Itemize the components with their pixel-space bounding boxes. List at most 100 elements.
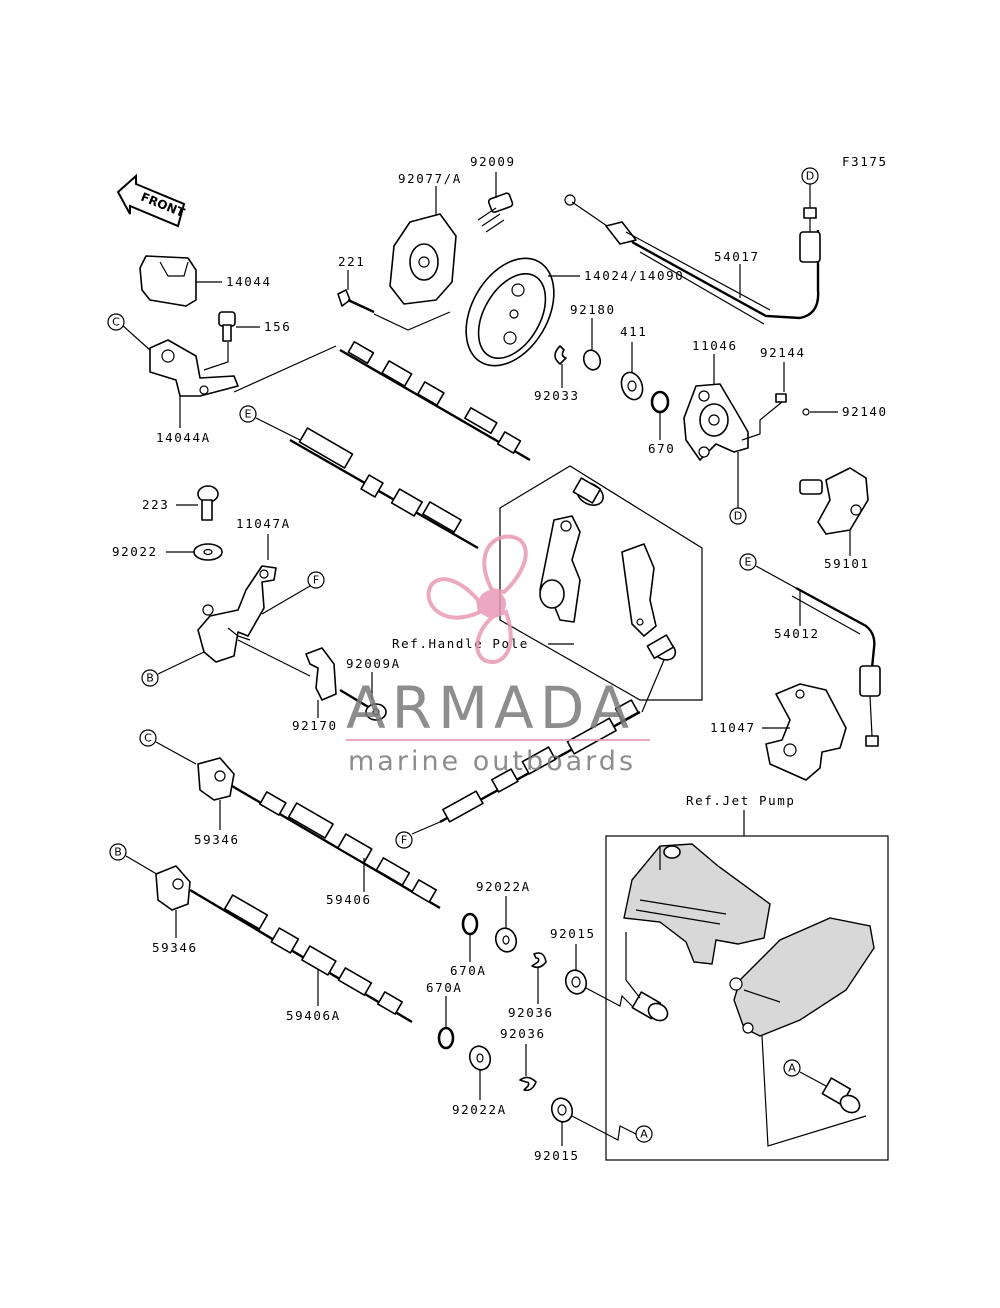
label-54012: 54012 (774, 626, 820, 641)
label-670A-upper: 670A (450, 963, 487, 978)
label-14044A: 14044A (156, 430, 211, 445)
label-156: 156 (264, 319, 291, 334)
ball-92140 (802, 408, 810, 416)
cable-e-mid (289, 427, 479, 550)
label-670A-lower: 670A (426, 980, 463, 995)
label-11047A: 11047A (236, 516, 291, 531)
clamp-92170 (305, 647, 337, 701)
connector-f-top (307, 571, 325, 589)
bolt-92009 (477, 192, 514, 233)
washer-92022A-lower (468, 1045, 492, 1071)
pulley-14024 (465, 257, 555, 367)
leader-e-left (255, 417, 301, 441)
connector-e-right (739, 553, 757, 571)
jet-pump-fitting-upper (631, 991, 669, 1022)
leader-92015-lower-assembly (571, 1115, 637, 1141)
washer-411 (620, 371, 644, 401)
figure-code: F3175 (842, 154, 888, 169)
connector-c-top-letter: C (112, 316, 120, 329)
label-59101: 59101 (824, 556, 870, 571)
connector-a-box-letter: A (788, 1062, 796, 1075)
jet-pump-fitting-lower (821, 1077, 861, 1114)
connector-b-bottom (109, 843, 127, 861)
label-92009: 92009 (470, 154, 516, 169)
jet-pump-cover (729, 917, 875, 1037)
grommet-59346-upper (197, 757, 235, 801)
handle-pole-link (539, 515, 581, 623)
oring-670A-lower (437, 1026, 455, 1050)
nut-92015-upper (564, 969, 588, 995)
nut-92015-lower (550, 1097, 574, 1123)
cap-14044 (139, 255, 197, 307)
ref-jet-pump: Ref.Jet Pump (686, 793, 796, 808)
connector-b-bottom-letter: B (114, 846, 122, 859)
bracket-11046 (683, 383, 749, 461)
bracket-11047A (197, 565, 277, 663)
label-92015-lower: 92015 (534, 1148, 580, 1163)
leader-f-bottom (411, 821, 441, 835)
leader-b-mid (157, 651, 205, 675)
part-labels: 14044 156 14044A 92077/A 92009 221 14024… (112, 154, 886, 1163)
lever-59101 (799, 467, 869, 535)
label-92009A: 92009A (346, 656, 401, 671)
handle-pole-plate (621, 543, 657, 637)
leader-c-bottom (155, 741, 197, 765)
leader-b-bottom (125, 855, 161, 877)
connector-e-left-letter: E (245, 408, 252, 421)
leader-156-assembly (203, 342, 229, 371)
label-223: 223 (142, 497, 169, 512)
label-411: 411 (620, 324, 647, 339)
connector-c-bottom-letter: C (144, 732, 152, 745)
label-92144: 92144 (760, 345, 806, 360)
label-670: 670 (648, 441, 675, 456)
cable-59406A (189, 888, 413, 1024)
bushing-upper (572, 477, 604, 506)
bolt-156 (218, 311, 236, 342)
connector-b-mid (141, 669, 159, 687)
label-59406A: 59406A (286, 1008, 341, 1023)
leader-92170-line (237, 639, 311, 677)
connector-a-bottom (635, 1125, 653, 1143)
jet-pump-housing (623, 843, 771, 965)
washer-92022A-upper (494, 927, 518, 953)
ref-handle-pole: Ref.Handle Pole (392, 636, 529, 651)
label-92036-lower: 92036 (500, 1026, 546, 1041)
label-92022: 92022 (112, 544, 158, 559)
connector-d-top-letter: D (806, 170, 814, 183)
label-92033: 92033 (534, 388, 580, 403)
leader-C-top (121, 324, 151, 351)
connector-f-bottom-letter: F (401, 834, 407, 847)
oring-670A-upper (461, 912, 479, 936)
connector-f-top-letter: F (313, 574, 319, 587)
connector-a-bottom-letter: A (640, 1128, 648, 1141)
bushing-lower (646, 634, 677, 661)
screw-223 (197, 485, 219, 521)
grommet-59346-lower (155, 865, 191, 911)
armada-watermark: ARMADA marine outboards (346, 534, 650, 777)
connector-f-bottom (395, 831, 413, 849)
cable-59406 (231, 784, 441, 910)
cable-54012 (755, 565, 881, 747)
leader-jet-fitting-upper (625, 932, 641, 999)
leader-a-box (799, 1071, 827, 1087)
jet-pump-box (605, 835, 889, 1161)
clip-92036-lower (519, 1076, 537, 1092)
label-92022A-lower: 92022A (452, 1102, 507, 1117)
leader-e-cable-start (233, 345, 337, 393)
handle-pole-box (499, 465, 703, 701)
connector-b-mid-letter: B (146, 672, 154, 685)
leader-f-top (261, 585, 311, 615)
washer-92180 (582, 349, 602, 371)
connector-e-right-letter: E (745, 556, 752, 569)
label-92036-upper: 92036 (508, 1005, 554, 1020)
label-11046: 11046 (692, 338, 738, 353)
screw-221 (337, 289, 375, 314)
connector-d-top (801, 167, 819, 185)
oring-670 (650, 390, 670, 414)
cable-54017 (564, 194, 821, 325)
label-92180: 92180 (570, 302, 616, 317)
watermark-brand: ARMADA (346, 674, 635, 742)
connector-c-bottom (139, 729, 157, 747)
label-59346-lower: 59346 (152, 940, 198, 955)
bracket-14044A (149, 339, 239, 397)
